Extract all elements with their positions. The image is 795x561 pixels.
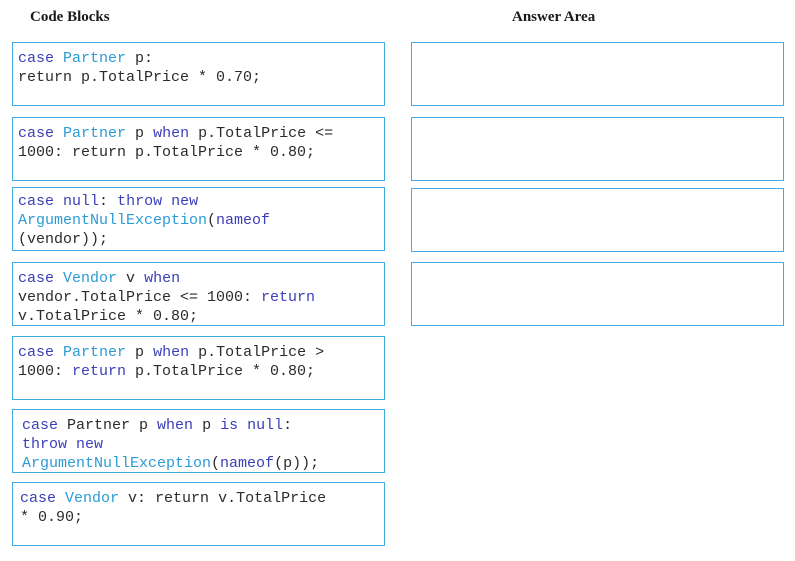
code-line: case null: throw new [18, 192, 380, 211]
code-line: case Vendor v when [18, 269, 380, 288]
code-text: p: [126, 50, 154, 67]
code-text [54, 270, 63, 287]
code-line: case Partner p when p is null: [22, 416, 380, 435]
answer-area-heading: Answer Area [512, 9, 596, 25]
code-keyword: case [20, 490, 57, 507]
code-text: 1000: return p.TotalPrice * 0.80; [18, 144, 316, 161]
code-text [54, 125, 63, 142]
code-text: p [193, 417, 221, 434]
code-text: p [126, 125, 154, 142]
code-type-name: Partner [63, 344, 127, 361]
code-keyword: null [63, 193, 100, 210]
code-keyword: case [18, 270, 55, 287]
code-keyword: nameof [220, 455, 275, 472]
code-keyword: null [247, 417, 284, 434]
code-keyword: when [144, 270, 181, 287]
code-text: p.TotalPrice * 0.80; [126, 363, 316, 380]
code-text: p.TotalPrice > [189, 344, 325, 361]
code-text [54, 344, 63, 361]
code-text: * 0.90; [20, 509, 84, 526]
code-keyword: is [220, 417, 239, 434]
code-text: vendor.TotalPrice <= 1000: [18, 289, 262, 306]
code-block[interactable]: case Partner p when p.TotalPrice <=1000:… [12, 117, 385, 181]
code-type-name: Vendor [63, 270, 118, 287]
answer-slot[interactable] [411, 262, 784, 326]
code-text: v.TotalPrice * 0.80; [18, 308, 199, 325]
code-text: ( [207, 212, 217, 229]
code-keyword: case [18, 344, 55, 361]
code-type-name: ArgumentNullException [22, 455, 212, 472]
code-keyword: new [76, 436, 104, 453]
code-line: 1000: return p.TotalPrice * 0.80; [18, 362, 380, 381]
code-text [56, 490, 65, 507]
code-line: case Partner p when p.TotalPrice > [18, 343, 380, 362]
code-keyword: when [157, 417, 194, 434]
code-text: (p)); [274, 455, 320, 472]
code-line: ArgumentNullException(nameof(p)); [22, 454, 380, 473]
code-block[interactable]: case Vendor v: return v.TotalPrice* 0.90… [12, 482, 385, 546]
code-type-name: ArgumentNullException [18, 212, 208, 229]
code-text [162, 193, 171, 210]
code-text [54, 193, 63, 210]
code-keyword: case [22, 417, 59, 434]
code-type-name: Vendor [65, 490, 120, 507]
code-line: (vendor)); [18, 230, 380, 249]
code-keyword: nameof [216, 212, 271, 229]
code-text [238, 417, 247, 434]
code-line: 1000: return p.TotalPrice * 0.80; [18, 143, 380, 162]
code-line: ArgumentNullException(nameof [18, 211, 380, 230]
answer-slot[interactable] [411, 117, 784, 181]
code-text [67, 436, 76, 453]
code-keyword: new [171, 193, 199, 210]
code-line: vendor.TotalPrice <= 1000: return [18, 288, 380, 307]
code-block[interactable]: case Partner p:return p.TotalPrice * 0.7… [12, 42, 385, 106]
code-text: p [126, 344, 154, 361]
code-keyword: case [18, 50, 55, 67]
code-text: (vendor)); [18, 231, 109, 248]
answer-slot[interactable] [411, 188, 784, 252]
code-keyword: case [18, 125, 55, 142]
code-line: case Partner p when p.TotalPrice <= [18, 124, 380, 143]
code-keyword: when [153, 344, 190, 361]
code-keyword: return [261, 289, 316, 306]
code-line: case Vendor v: return v.TotalPrice [20, 489, 380, 508]
code-text [54, 50, 63, 67]
code-type-name: Partner [63, 50, 127, 67]
code-blocks-heading: Code Blocks [30, 9, 110, 25]
code-type-name: Partner [63, 125, 127, 142]
code-text: v: return v.TotalPrice [119, 490, 327, 507]
code-text: p.TotalPrice <= [189, 125, 334, 142]
code-line: throw new [22, 435, 380, 454]
code-text: v [117, 270, 145, 287]
code-keyword: return [72, 363, 127, 380]
code-line: * 0.90; [20, 508, 380, 527]
code-text: return p.TotalPrice * 0.70; [18, 69, 262, 86]
code-keyword: throw [117, 193, 163, 210]
code-block[interactable]: case Partner p when p.TotalPrice >1000: … [12, 336, 385, 400]
code-line: case Partner p: [18, 49, 380, 68]
code-text: Partner p [58, 417, 158, 434]
code-line: return p.TotalPrice * 0.70; [18, 68, 380, 87]
code-text: ( [211, 455, 221, 472]
code-text: : [283, 417, 293, 434]
code-keyword: throw [22, 436, 68, 453]
code-keyword: case [18, 193, 55, 210]
code-text: 1000: [18, 363, 73, 380]
code-keyword: when [153, 125, 190, 142]
code-text: : [99, 193, 118, 210]
answer-slot[interactable] [411, 42, 784, 106]
code-line: v.TotalPrice * 0.80; [18, 307, 380, 326]
